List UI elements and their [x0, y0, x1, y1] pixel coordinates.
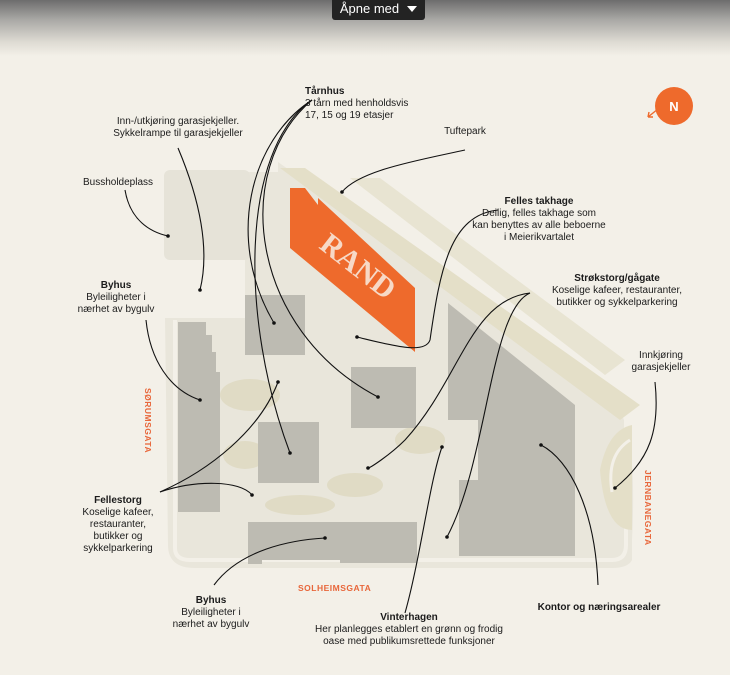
leader-strokstorg-2 [446, 292, 531, 538]
label-fellestorg: Fellestorg Koselige kafeer, restauranter… [74, 495, 162, 555]
compass-north: N [655, 87, 693, 125]
leader-fellestorg-1 [159, 381, 279, 493]
label-byhus-bottom: Byhus Byleiligheter i nærhet av bygulv [166, 595, 256, 631]
leader-dot [166, 234, 170, 238]
street-west: SØRUMSGATA [143, 388, 153, 454]
leader-felles-takhage [356, 209, 499, 349]
leader-dot [198, 398, 202, 402]
label-desc: 3 tårn med henholdsvis 17, 15 og 19 etas… [305, 98, 409, 121]
label-innkjoring: Innkjøring garasjekjeller [620, 350, 702, 374]
leader-lines [124, 99, 657, 614]
leader-innkjoring [614, 381, 657, 489]
label-desc: Byleiligheter i nærhet av bygulv [77, 292, 155, 315]
label-title: Tårnhus [305, 86, 345, 97]
label-title: Fellestorg [94, 495, 142, 506]
green-patch [327, 473, 383, 497]
leader-dot [288, 451, 292, 455]
label-title: Byhus [195, 595, 227, 606]
label-desc: Bussholdeplass [82, 177, 154, 188]
label-felles-takhage: Felles takhage Deilig, felles takhage so… [462, 196, 616, 244]
leader-dot [323, 536, 327, 540]
leader-byhus-top [145, 319, 201, 401]
leader-dot [272, 321, 276, 325]
leader-dot [613, 486, 617, 490]
label-title: Kontor og næringsarealer [537, 602, 661, 613]
label-inn-ut: Inn-/utkjøring garasjekjeller. Sykkelram… [100, 116, 256, 140]
label-title: Felles takhage [504, 196, 574, 207]
label-desc: Inn-/utkjøring garasjekjeller. Sykkelram… [113, 116, 243, 139]
open-with-label: Åpne med [339, 0, 400, 16]
label-strokstorg: Strøkstorg/gågate Koselige kafeer, resta… [538, 273, 696, 309]
leader-dot [250, 493, 254, 497]
label-desc: Tuftepark [444, 126, 486, 137]
leader-tarnhus-2 [254, 99, 313, 454]
leader-dot [440, 445, 444, 449]
compass-label: N [669, 98, 679, 114]
leader-fellestorg-2 [159, 482, 253, 496]
green-patch [220, 379, 280, 411]
leader-tarnhus-3 [262, 99, 379, 398]
garage-ramp [600, 425, 632, 530]
leader-dot [198, 288, 202, 292]
label-title: Byhus [100, 280, 132, 291]
leader-bussholdeplass [124, 189, 169, 237]
tower-1 [245, 295, 305, 355]
label-tarnhus: Tårnhus 3 tårn med henholdsvis 17, 15 og… [305, 86, 435, 122]
caret-down-icon [407, 5, 418, 12]
street-south: SOLHEIMSGATA [298, 583, 372, 593]
leader-dot [445, 535, 449, 539]
leader-dot [539, 443, 543, 447]
label-desc: Innkjøring garasjekjeller [631, 350, 691, 373]
ramp-curve [609, 438, 631, 493]
leader-kontor [540, 444, 599, 586]
label-bussholdeplass: Bussholdeplass [72, 177, 164, 189]
label-title: Vinterhagen [380, 612, 438, 623]
leader-inn-ut [177, 147, 205, 291]
label-kontor: Kontor og næringsarealer [530, 602, 668, 614]
leader-strokstorg-1 [367, 292, 531, 469]
label-desc: Her planlegges etablert en grønn og frod… [315, 624, 503, 647]
street-east: JERNBANEGATA [643, 470, 653, 546]
rand-banner [290, 188, 415, 352]
leader-dot [376, 395, 380, 399]
label-tuftepark: Tuftepark [425, 126, 505, 138]
leader-tarnhus-1 [247, 99, 313, 324]
leader-dot [355, 335, 359, 339]
building-south-byhus [248, 522, 417, 564]
leader-dot [276, 380, 280, 384]
label-desc: Koselige kafeer, restauranter, butikker … [82, 507, 154, 554]
bus-stop-area [164, 170, 250, 260]
label-desc: Byleiligheter i nærhet av bygulv [172, 607, 250, 630]
compass-arrow-icon [647, 108, 659, 118]
leader-tuftepark [341, 149, 466, 193]
leader-dots [166, 190, 617, 540]
label-vinterhagen: Vinterhagen Her planlegges etablert en g… [300, 612, 518, 648]
leader-vinterhagen [404, 446, 443, 614]
leader-dot [366, 466, 370, 470]
label-desc: Deilig, felles takhage som kan benyttes … [472, 208, 606, 243]
green-patch [265, 495, 335, 515]
leader-dot [340, 190, 344, 194]
label-byhus-top: Byhus Byleiligheter i nærhet av bygulv [72, 280, 160, 316]
label-desc: Koselige kafeer, restauranter, butikker … [551, 285, 683, 308]
building-east-kontor [448, 303, 575, 556]
leader-byhus-bottom [213, 537, 326, 586]
tuftepark-strip [280, 168, 640, 420]
green-patch [223, 441, 267, 469]
tower-3 [351, 367, 416, 428]
park-strip-inner [350, 178, 625, 375]
green-patch [395, 426, 445, 454]
open-with-button[interactable]: Åpne med [332, 0, 425, 20]
label-title: Strøkstorg/gågate [574, 273, 660, 284]
